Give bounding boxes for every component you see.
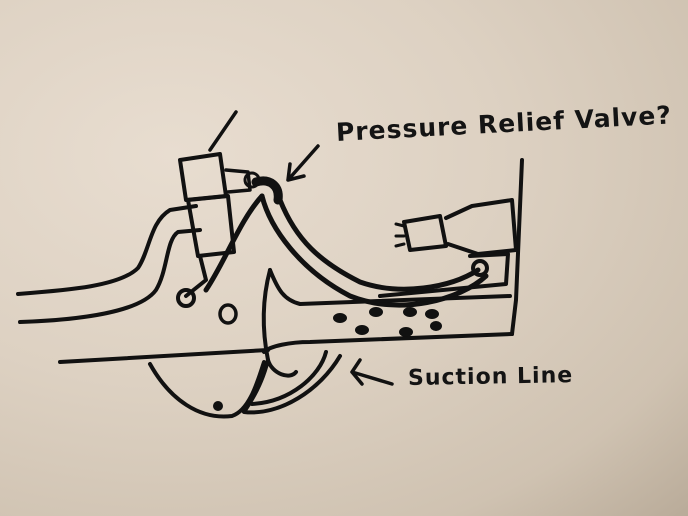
suction-arrow [350, 358, 394, 386]
relief-line-inner [277, 197, 481, 292]
tube-hole [355, 325, 369, 335]
suction-tube-bottom [262, 332, 514, 354]
valve-fitting [224, 168, 252, 194]
right-bracket [378, 252, 510, 298]
tube-hole [403, 307, 417, 317]
drain-plug [213, 401, 223, 411]
frame-rail [58, 348, 270, 364]
suction-line-2 [250, 350, 328, 406]
right-wall [510, 158, 524, 336]
relief-line-outer [203, 193, 265, 293]
right-connector-body [444, 198, 518, 256]
valve-body [178, 152, 228, 202]
left-hose-upper [16, 204, 198, 296]
relief-line-outer-2 [259, 193, 489, 308]
left-hose-lower [18, 228, 202, 324]
pressure-relief-line [251, 176, 283, 205]
pressure-arrow [286, 144, 320, 182]
tube-hole [369, 307, 383, 317]
tube-hole [425, 309, 439, 319]
valve-stem [208, 110, 238, 152]
right-connector-ribs [394, 222, 406, 248]
valve-body-lower [186, 194, 236, 258]
oil-pan [148, 360, 266, 419]
right-connector-bolt [471, 259, 489, 277]
suction-line [242, 354, 342, 415]
right-connector [402, 214, 448, 252]
mount-hole [218, 303, 238, 325]
suction-line-label: Suction Line [407, 363, 574, 391]
mount-bolt [176, 288, 196, 308]
suction-tube-top [268, 268, 512, 306]
tube-hole [333, 313, 347, 323]
tube-hole [399, 327, 413, 337]
tube-hole [430, 321, 442, 331]
